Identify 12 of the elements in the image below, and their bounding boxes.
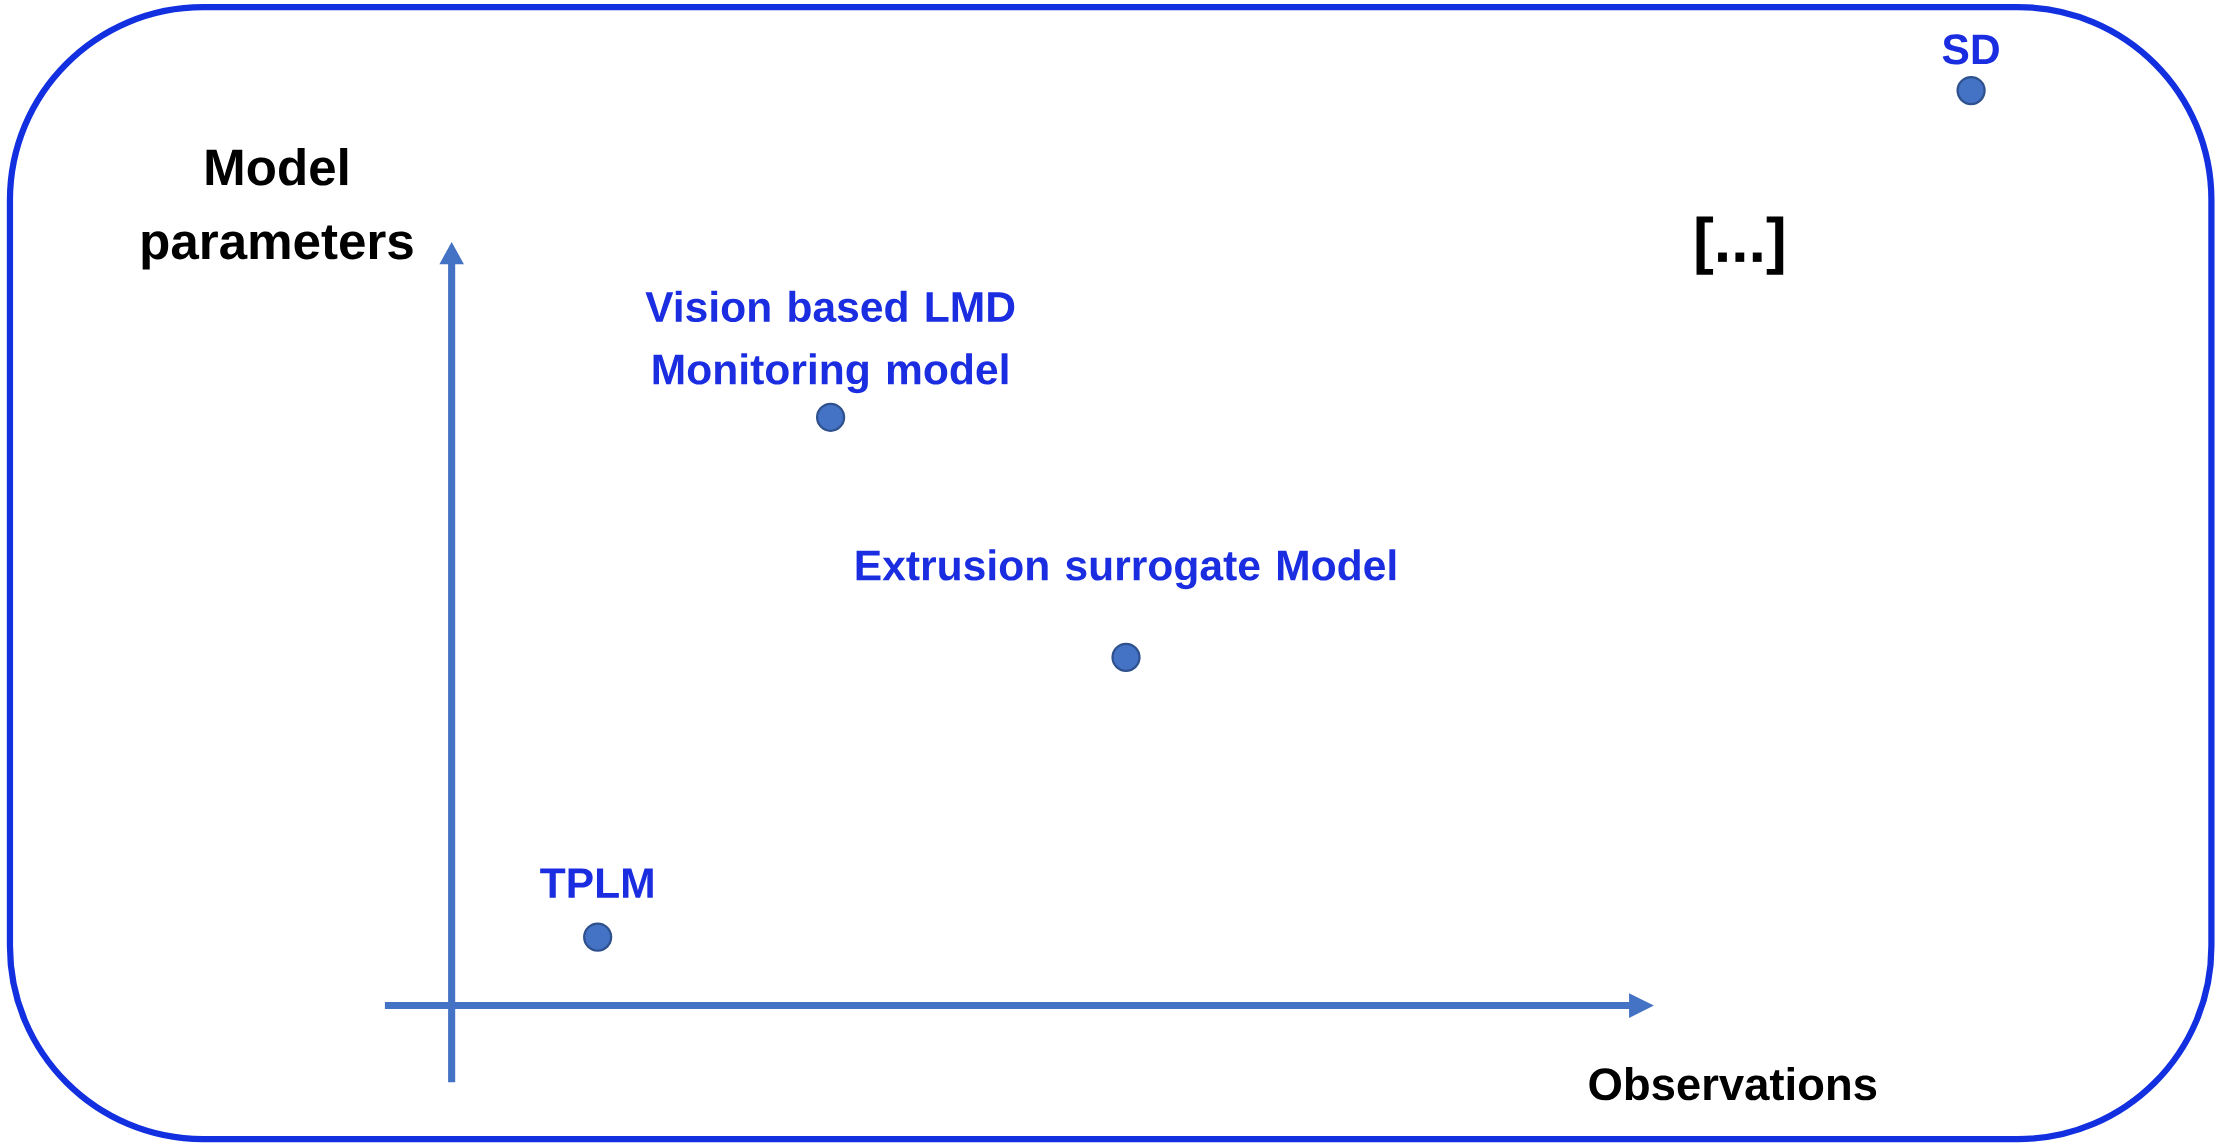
node-label: TPLM — [540, 868, 653, 898]
node-label: Vision based LMD Monitoring model — [645, 290, 1015, 394]
node-label: Extrusion surrogate Model — [856, 549, 1396, 590]
axis-label: Model parameters — [142, 148, 413, 270]
frame-box — [6, 4, 2215, 1143]
data-point: TPLM — [540, 868, 653, 952]
data-point: SD — [1942, 34, 1999, 106]
data-point: Vision based LMD Monitoring model — [645, 290, 1015, 433]
axis-label: [...] — [1696, 216, 1784, 275]
data-point: Extrusion surrogate Model — [856, 549, 1396, 673]
node-label: SD — [1942, 34, 1999, 65]
axis-label: Observations — [1589, 1067, 1877, 1101]
